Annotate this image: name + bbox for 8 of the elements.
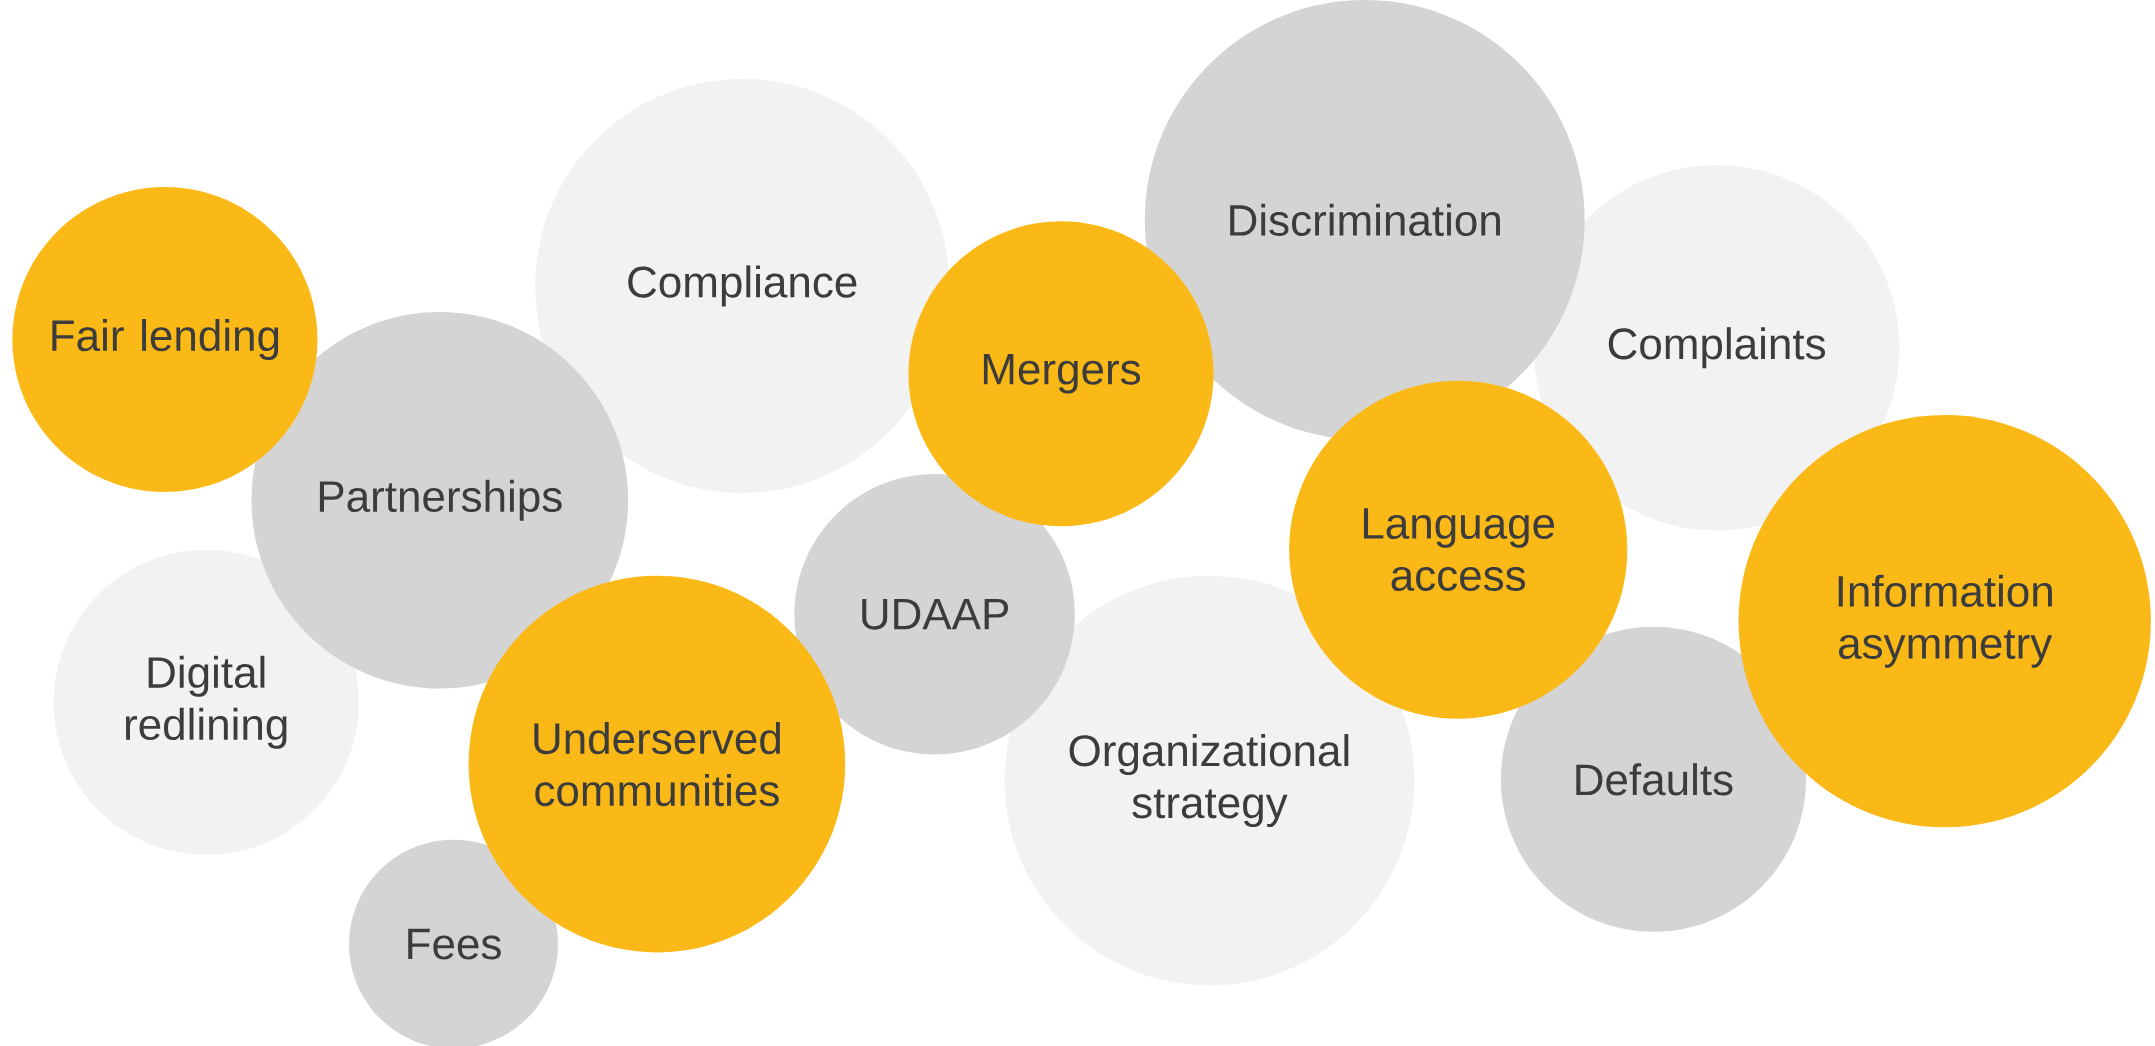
bubble: Information asymmetry bbox=[1738, 415, 2151, 828]
bubble: Fees bbox=[349, 839, 558, 1046]
bubble: Fair lending bbox=[12, 186, 318, 493]
bubble: Digital redlining bbox=[53, 549, 359, 855]
bubble: Mergers bbox=[908, 221, 1214, 527]
bubble: Language access bbox=[1289, 380, 1628, 719]
bubble: Discrimination bbox=[1144, 0, 1585, 440]
bubble: Defaults bbox=[1500, 626, 1806, 932]
